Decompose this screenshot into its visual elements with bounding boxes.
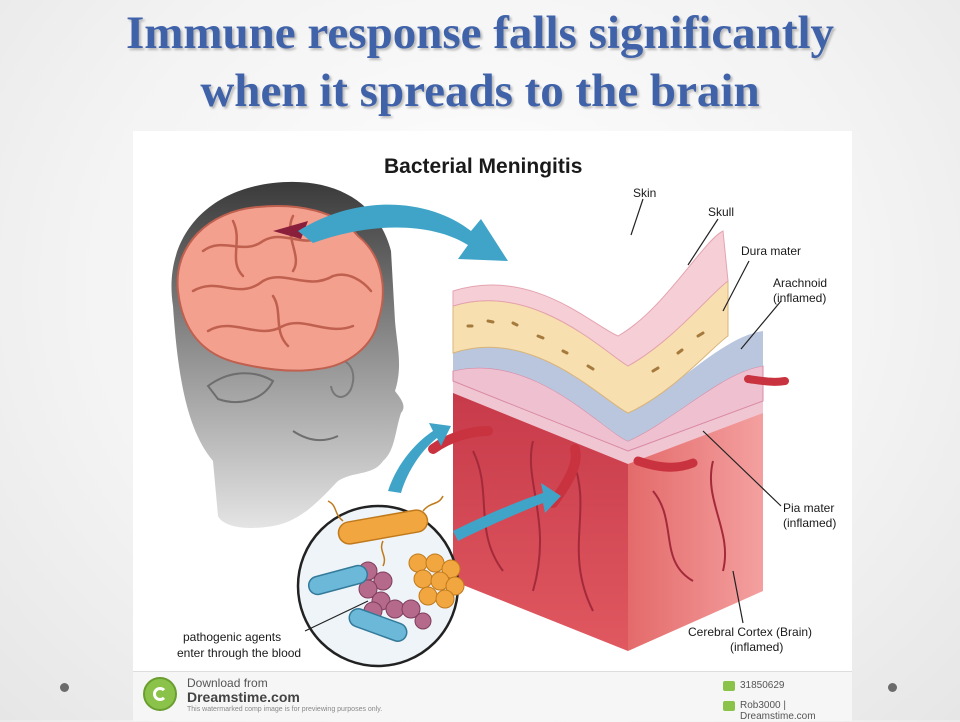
watermark-notice: This watermarked comp image is for previ…	[187, 706, 383, 713]
label-enter-through-blood: enter through the blood	[177, 646, 301, 660]
label-pathogenic-agents: pathogenic agents	[183, 630, 281, 644]
label-cerebral-cortex-inflamed: (inflamed)	[730, 640, 783, 654]
watermark-credit: Rob3000 | Dreamstime.com	[740, 700, 816, 722]
zoom-arrow	[298, 204, 508, 261]
pathogen-arrow-1	[388, 423, 451, 493]
diagram-title: Bacterial Meningitis	[384, 155, 582, 178]
bacteria-cluster-orange	[408, 553, 465, 609]
bacterium-rod-blue-2	[348, 608, 408, 642]
blood-vessel-1	[428, 426, 493, 454]
label-skull: Skull	[708, 205, 734, 219]
label-leader-lines	[304, 198, 782, 632]
label-pia-mater: Pia mater	[783, 501, 834, 515]
slide-bullet-right	[888, 683, 897, 692]
label-dura-mater: Dura mater	[741, 244, 801, 258]
label-arachnoid: Arachnoid	[773, 276, 827, 290]
pathogen-arrow-2	[453, 483, 561, 541]
meningitis-diagram: Bacterial Meningitis	[171, 155, 836, 668]
dura-mater-layer	[453, 331, 763, 441]
skull-pores	[466, 319, 705, 373]
watermark-image-id: 31850629	[740, 680, 785, 691]
dreamstime-logo-icon	[143, 677, 177, 711]
label-pia-mater-inflamed: (inflamed)	[783, 516, 836, 530]
blood-vessel-4	[744, 375, 789, 386]
meningitis-illustration: Bacterial Meningitis	[133, 131, 852, 671]
id-icon	[723, 681, 735, 691]
user-icon	[723, 701, 735, 711]
pia-mater-layer	[453, 381, 763, 464]
slide-title-line-2: when it spreads to the brain	[200, 65, 760, 117]
brain-marker-arrow	[273, 221, 308, 239]
label-cerebral-cortex: Cerebral Cortex (Brain)	[688, 625, 812, 639]
slide-title-line-1: Immune response falls significantly	[125, 7, 835, 59]
label-skin: Skin	[633, 186, 656, 200]
blood-vessel-3	[633, 456, 698, 472]
stock-watermark-bar: Download from Dreamstime.com This waterm…	[133, 671, 852, 722]
bacteria-cluster-purple	[358, 561, 432, 630]
slide-bullet-left	[60, 683, 69, 692]
skin-layer	[452, 230, 729, 367]
slide-title: Immune response falls significantly when…	[0, 4, 960, 120]
bacterium-flagella	[327, 495, 444, 567]
bacterium-rod-orange	[337, 509, 429, 545]
face-outline	[206, 372, 339, 442]
watermark-download-text: Download from	[187, 676, 268, 690]
watermark-site-name: Dreamstime.com	[187, 689, 300, 705]
label-arachnoid-inflamed: (inflamed)	[773, 291, 826, 305]
bacterium-rod-blue-1	[307, 564, 369, 596]
brain-folds	[191, 214, 373, 348]
